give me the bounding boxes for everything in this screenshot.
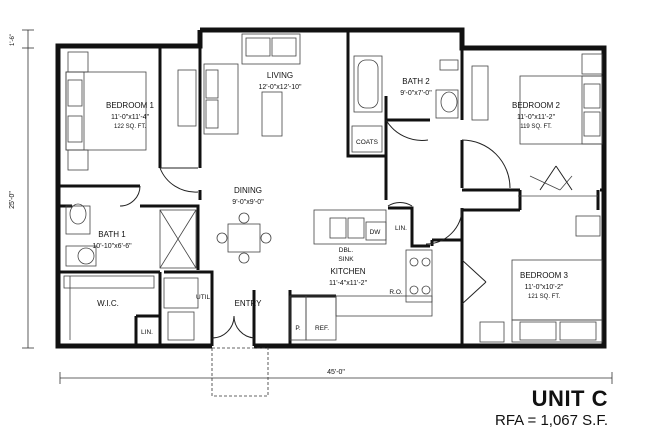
linen-label-lower: LIN. (141, 329, 153, 336)
ref-label: REF. (315, 325, 329, 332)
dimension-lines (22, 29, 613, 384)
bedroom2-size: 11'-0"x11'-2" (517, 114, 556, 121)
fixture-labels: COATS DW LIN. DBL. SINK R.O. UTIL. P. RE… (141, 139, 407, 336)
unit-rfa: RFA = 1,067 S.F. (495, 412, 608, 429)
pantry-label: P. (295, 325, 300, 332)
bedroom1-size: 11'-0"x11'-4" (111, 114, 150, 121)
bedroom2-area: 119 SQ. FT. (520, 124, 552, 130)
bath1-size: 10'-10"x6'-6" (92, 243, 132, 250)
dw-label: DW (370, 229, 382, 236)
dim-width: 45'-0" (327, 369, 345, 376)
bath1-name: BATH 1 (98, 230, 126, 239)
entry-stoop (211, 347, 269, 397)
dining-name: DINING (234, 186, 262, 195)
bedroom3-size: 11'-0"x10'-2" (525, 284, 564, 291)
bath2-size: 9'-0"x7'-0" (400, 90, 432, 97)
sink-label-line1: DBL. (339, 247, 354, 254)
room-labels: LIVING 12'-0"x12'-10" BEDROOM 1 11'-0"x1… (92, 71, 568, 308)
bedroom2-name: BEDROOM 2 (512, 101, 561, 110)
entry-name: ENTRY (235, 299, 263, 308)
bedroom1-name: BEDROOM 1 (106, 101, 155, 110)
furniture (63, 33, 603, 343)
kitchen-name: KITCHEN (330, 267, 365, 276)
unit-title: UNIT C (531, 386, 608, 411)
util-label: UTIL. (196, 294, 212, 301)
living-size: 12'-0"x12'-10" (258, 84, 302, 91)
bath2-name: BATH 2 (402, 77, 430, 86)
bedroom3-name: BEDROOM 3 (520, 271, 569, 280)
exterior-walls (55, 27, 607, 349)
bedroom1-area: 122 SQ. FT. (114, 124, 146, 130)
range-label: R.O. (389, 289, 403, 296)
wic-name: W.I.C. (97, 299, 119, 308)
living-name: LIVING (267, 71, 293, 80)
dim-offset: 1'-6" (10, 34, 16, 46)
dining-size: 9'-0"x9'-0" (232, 199, 264, 206)
linen-label-upper: LIN. (395, 225, 407, 232)
sink-label-line2: SINK (338, 256, 354, 263)
coats-label: COATS (356, 139, 379, 146)
bedroom3-area: 121 SQ. FT. (528, 294, 560, 300)
door-swings (119, 119, 573, 339)
kitchen-size: 11'-4"x11'-2" (329, 280, 368, 287)
dim-depth: 25'-0" (9, 191, 16, 209)
